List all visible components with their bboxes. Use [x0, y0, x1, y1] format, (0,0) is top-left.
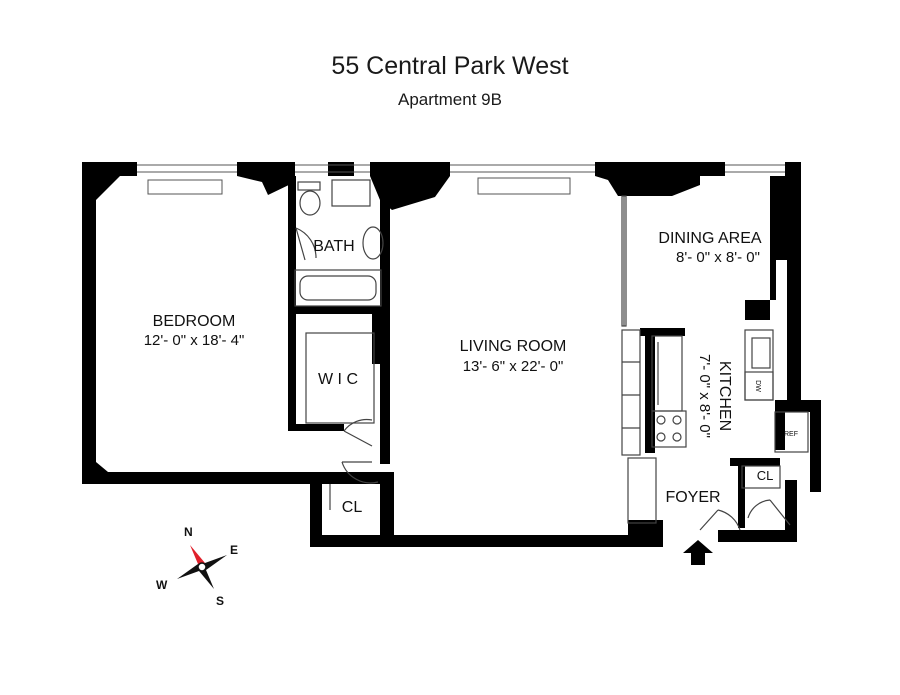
bath-label: BATH — [313, 238, 354, 255]
plan-subtitle: Apartment 9B — [398, 90, 502, 109]
compass-e: E — [230, 543, 238, 557]
compass-w: W — [156, 578, 168, 592]
compass-s: S — [216, 594, 224, 608]
living-room-dims: 13'- 6" x 22'- 0" — [463, 358, 564, 375]
bedroom-label: BEDROOM — [153, 313, 236, 330]
kitchen-label: KITCHEN — [716, 361, 733, 431]
kitchen-dims: 7'- 0" x 8'- 0" — [696, 354, 713, 438]
entry-arrow — [683, 540, 713, 565]
foyer-label: FOYER — [665, 489, 720, 506]
compass-n: N — [184, 525, 193, 539]
bedroom-dims: 12'- 0" x 18'- 4" — [144, 332, 245, 349]
wic-label: W I C — [318, 371, 358, 388]
dining-area-label: DINING AREA — [658, 230, 761, 247]
refrigerator-label: REF — [784, 431, 798, 438]
closet1-label: CL — [342, 499, 363, 516]
windows — [137, 164, 785, 195]
plan-title: 55 Central Park West — [331, 52, 569, 80]
dishwasher-label: DW — [754, 380, 761, 392]
dining-area-dims: 8'- 0" x 8'- 0" — [676, 249, 760, 266]
compass-north-needle — [190, 545, 205, 567]
fixtures — [294, 179, 809, 531]
compass-rose: N E S W — [156, 525, 238, 608]
room-labels: BEDROOM 12'- 0" x 18'- 4" BATH W I C CL … — [144, 230, 798, 516]
living-room-label: LIVING ROOM — [460, 338, 567, 355]
closet2-label: CL — [757, 468, 774, 483]
